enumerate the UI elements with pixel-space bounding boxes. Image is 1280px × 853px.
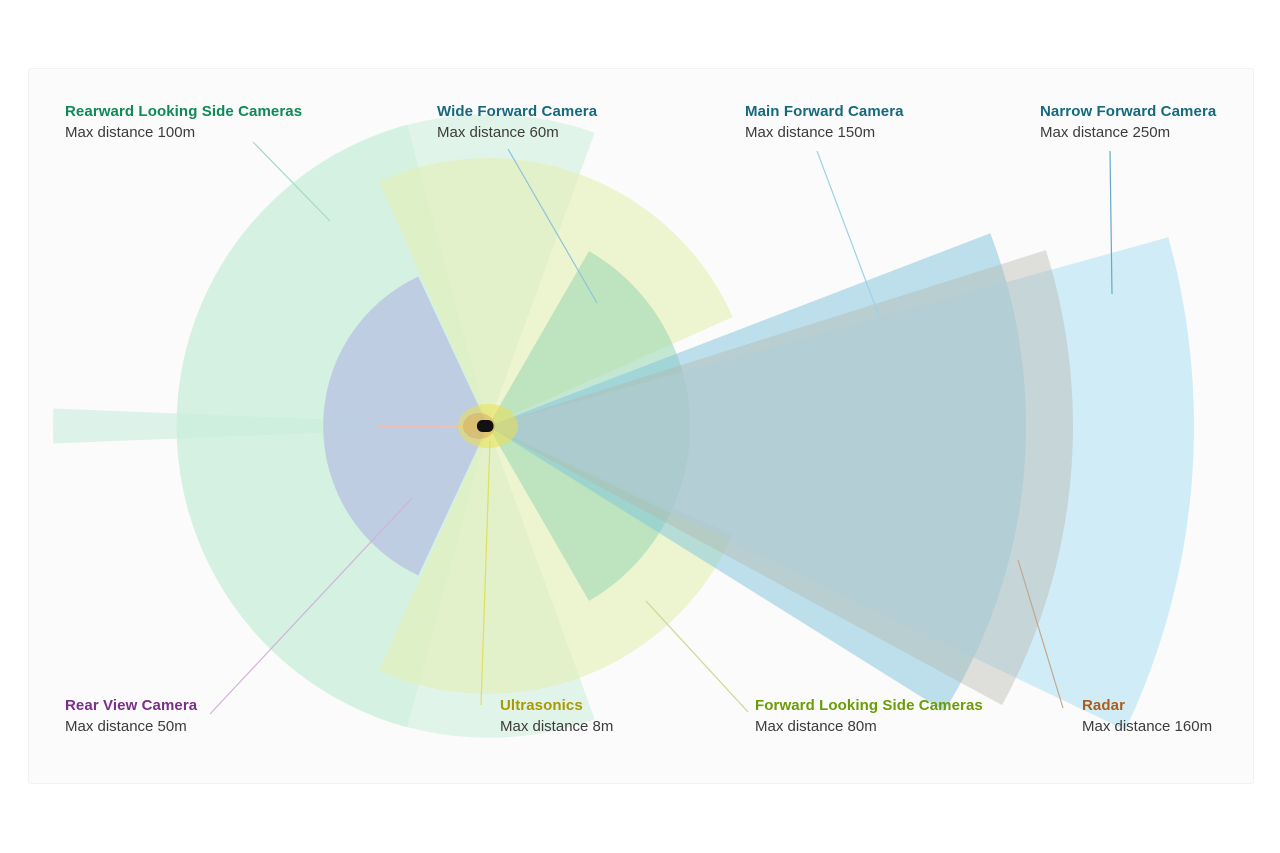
label-title: Forward Looking Side Cameras <box>755 697 983 714</box>
ultrasonics-callout-line <box>480 440 491 706</box>
label-subtitle: Max distance 160m <box>1082 718 1213 735</box>
radar-coverage-sector <box>488 250 1073 706</box>
label-title: Rearward Looking Side Cameras <box>65 103 303 120</box>
label-subtitle: Max distance 250m <box>1040 124 1171 141</box>
forward-looking-side-cameras-callout-line <box>645 600 749 713</box>
label-subtitle: Max distance 50m <box>65 718 187 735</box>
label-forward-looking-side-cameras: Forward Looking Side Cameras Max distanc… <box>755 696 983 737</box>
label-subtitle: Max distance 100m <box>65 124 196 141</box>
car-top-view <box>477 420 494 432</box>
forward-side-camera-lower-coverage-sector <box>379 426 733 694</box>
main-forward-camera-callout-line <box>816 150 880 317</box>
rearward-looking-side-cameras-callout-line <box>252 141 331 222</box>
label-main-forward-camera: Main Forward Camera Max distance 150m <box>745 102 904 143</box>
radar-callout-line <box>1017 559 1064 709</box>
label-narrow-forward-camera: Narrow Forward Camera Max distance 250m <box>1040 102 1216 143</box>
label-title: Wide Forward Camera <box>437 103 598 120</box>
label-title: Main Forward Camera <box>745 103 904 120</box>
label-rearward-looking-side-cameras: Rearward Looking Side Cameras Max distan… <box>65 102 302 143</box>
label-subtitle: Max distance 150m <box>745 124 876 141</box>
narrow-forward-camera-callout-line <box>1109 150 1113 295</box>
forward-side-camera-upper-coverage-sector <box>379 158 733 427</box>
label-subtitle: Max distance 60m <box>437 124 559 141</box>
wide-forward-camera-callout-line <box>507 148 598 304</box>
label-rear-view-camera: Rear View Camera Max distance 50m <box>65 696 197 737</box>
narrow-forward-camera-coverage-sector <box>488 237 1194 730</box>
label-title: Ultrasonics <box>500 697 583 714</box>
rear-view-camera-callout-line <box>209 497 413 715</box>
label-subtitle: Max distance 80m <box>755 718 877 735</box>
label-title: Radar <box>1082 697 1126 714</box>
label-radar: Radar Max distance 160m <box>1082 696 1212 737</box>
label-wide-forward-camera: Wide Forward Camera Max distance 60m <box>437 102 597 143</box>
label-subtitle: Max distance 8m <box>500 718 614 735</box>
label-title: Narrow Forward Camera <box>1040 103 1217 120</box>
label-ultrasonics: Ultrasonics Max distance 8m <box>500 696 613 737</box>
label-title: Rear View Camera <box>65 697 198 714</box>
